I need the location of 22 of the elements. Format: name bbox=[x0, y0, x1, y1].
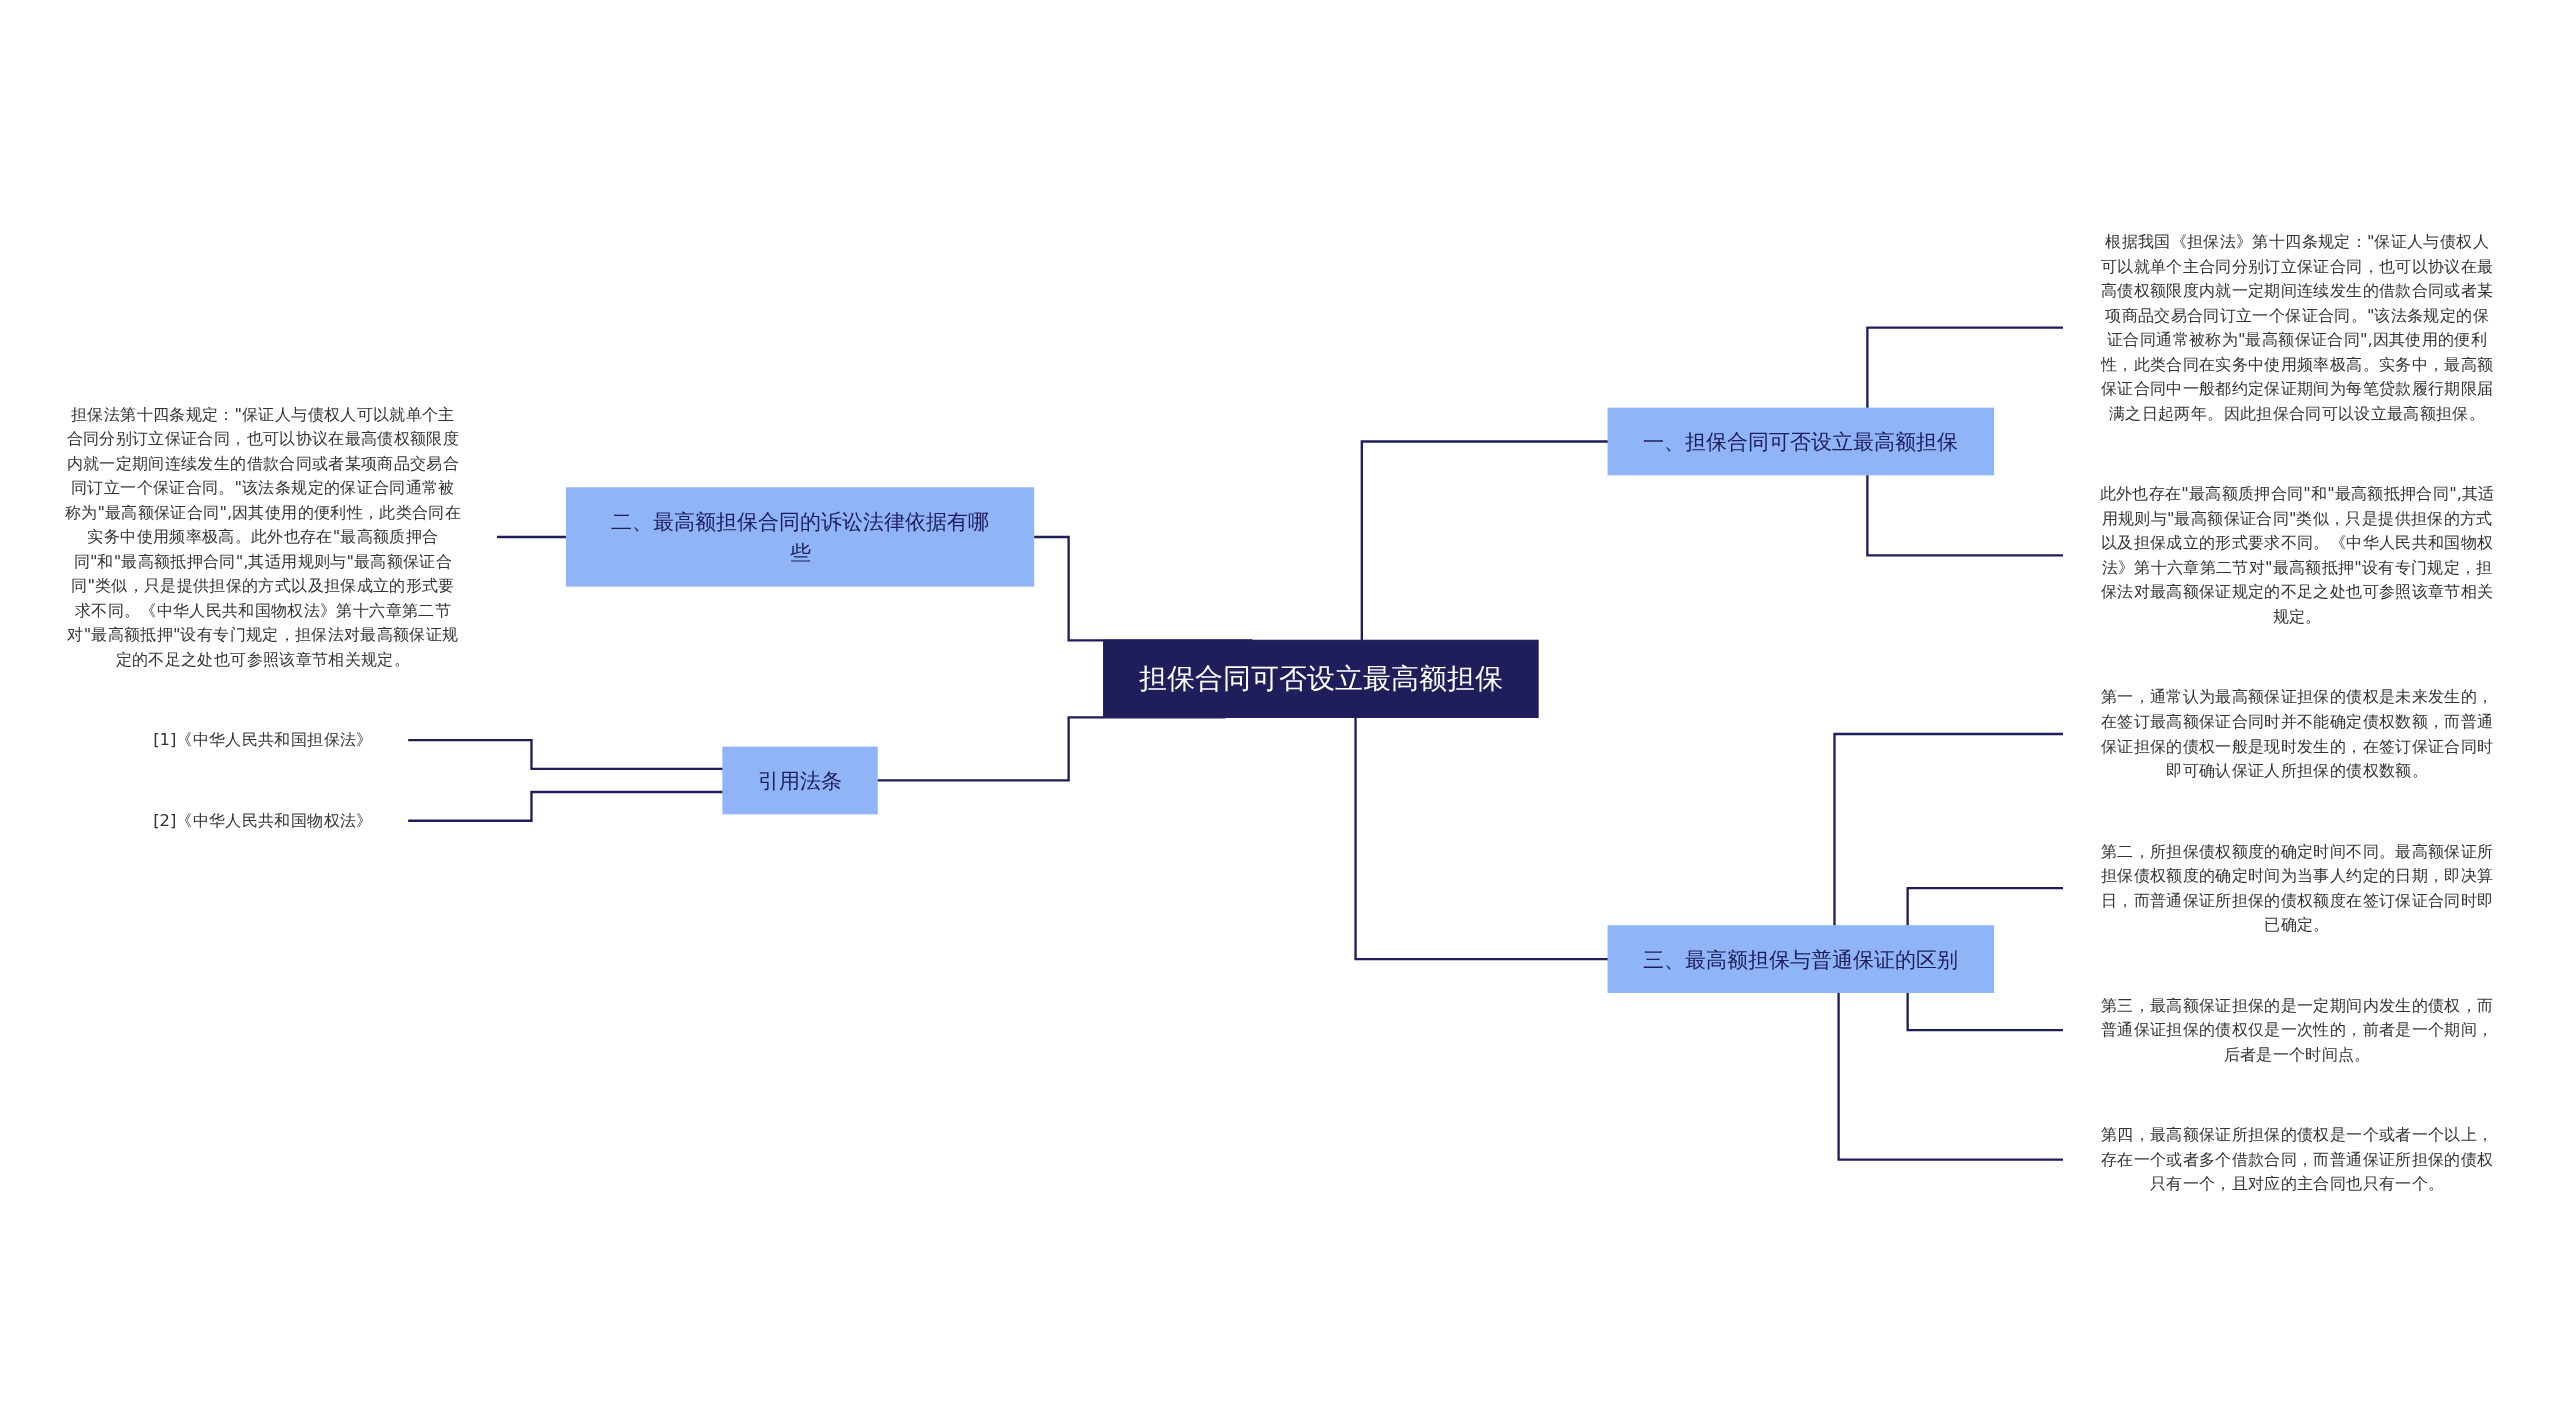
node-text: 第一，通常认为最高额保证担保的债权是未来发生的，在签订最高额保证合同时并不能确定债权数额，而普通保证担保的债权一般是现时发生的，在签订保证合同时即可确认保证人所担保的债权数额。 bbox=[2100, 687, 2494, 780]
node-text: 第三，最高额保证担保的是一定期间内发生的债权，而普通保证担保的债权仅是一次性的，前者是一个期间，后者是一个时间点。 bbox=[2100, 995, 2494, 1064]
connector bbox=[1837, 992, 2064, 1161]
connector bbox=[1906, 887, 2064, 926]
connector bbox=[1866, 326, 2064, 409]
node-text: [1]《中华人民共和国担保法》 bbox=[153, 730, 373, 749]
node-text: 此外也存在"最高额质押合同"和"最高额抵押合同",其适用规则与"最高额保证合同"类似，只是提供担保的方式以及担保成立的形式要求不同。《中华人民共和国物权法》第十六章第二节对"最高额抵押"设有专门规定，担保法对最高额保证规定的不足之处也可参照该章节相关规定。 bbox=[2099, 484, 2495, 626]
node-box: 引用法条 bbox=[722, 746, 878, 815]
node-box: 担保合同可否设立最高额担保 bbox=[1103, 639, 1539, 718]
node-text: 第二，所担保债权额度的确定时间不同。最高额保证所担保债权额度的确定时间为当事人约定的日期，即决算日，而普通保证所担保的债权额度在签订保证合同时即已确定。 bbox=[2100, 841, 2494, 934]
node-box: 二、最高额担保合同的诉讼法律依据有哪些 bbox=[565, 487, 1035, 587]
connector bbox=[1360, 440, 1609, 641]
node-box: 三、最高额担保与普通保证的区别 bbox=[1607, 925, 1995, 993]
node-text: 根据我国《担保法》第十四条规定："保证人与债权人可以就单个主合同分别订立保证合同，也可以协议在最高债权额限度内就一定期间连续发生的借款合同或者某项商品交易合同订立一个保证合同。"该法条规定的保证合同通常被称为"最高额保证合同",因其使用的便利性，此类合同在实务中使用频率极高。实务中，最高额保证合同中一般都约定保证期间为每笔贷款履行期限届满之日起两年。因此担保合同可以设立最高额担保。 bbox=[2100, 231, 2494, 423]
node-text: 第四，最高额保证所担保的债权是一个或者一个以上，存在一个或者多个借款合同，而普通保证所担保的债权只有一个，且对应的主合同也只有一个。 bbox=[2100, 1125, 2494, 1193]
connector bbox=[1354, 717, 1609, 961]
connector bbox=[1906, 992, 2064, 1032]
connector bbox=[1833, 732, 2064, 926]
node-box: 一、担保合同可否设立最高额担保 bbox=[1607, 407, 1995, 476]
connector bbox=[1866, 474, 2064, 557]
node-text: [2]《中华人民共和国物权法》 bbox=[153, 810, 373, 830]
node-text: 担保法第十四条规定："保证人与债权人可以就单个主合同分别订立保证合同，也可以协议在最高债权额限度内就一定期间连续发生的借款合同或者某项商品交易合同订立一个保证合同。"该法条规定的保证合同通常被称为"最高额保证合同",因其使用的便利性，此类合同在实务中使用频率极高。此外也存在"最高额质押合同"和"最高额抵押合同",其适用规则与"最高额保证合同"类似，只是提供担保的方式以及担保成立的形式要求不同。《中华人民共和国物权法》第十六章第二节对"最高额抵押"设有专门规定，担保法对最高额保证规定的不足之处也可参照该章节相关规定。 bbox=[64, 404, 462, 669]
